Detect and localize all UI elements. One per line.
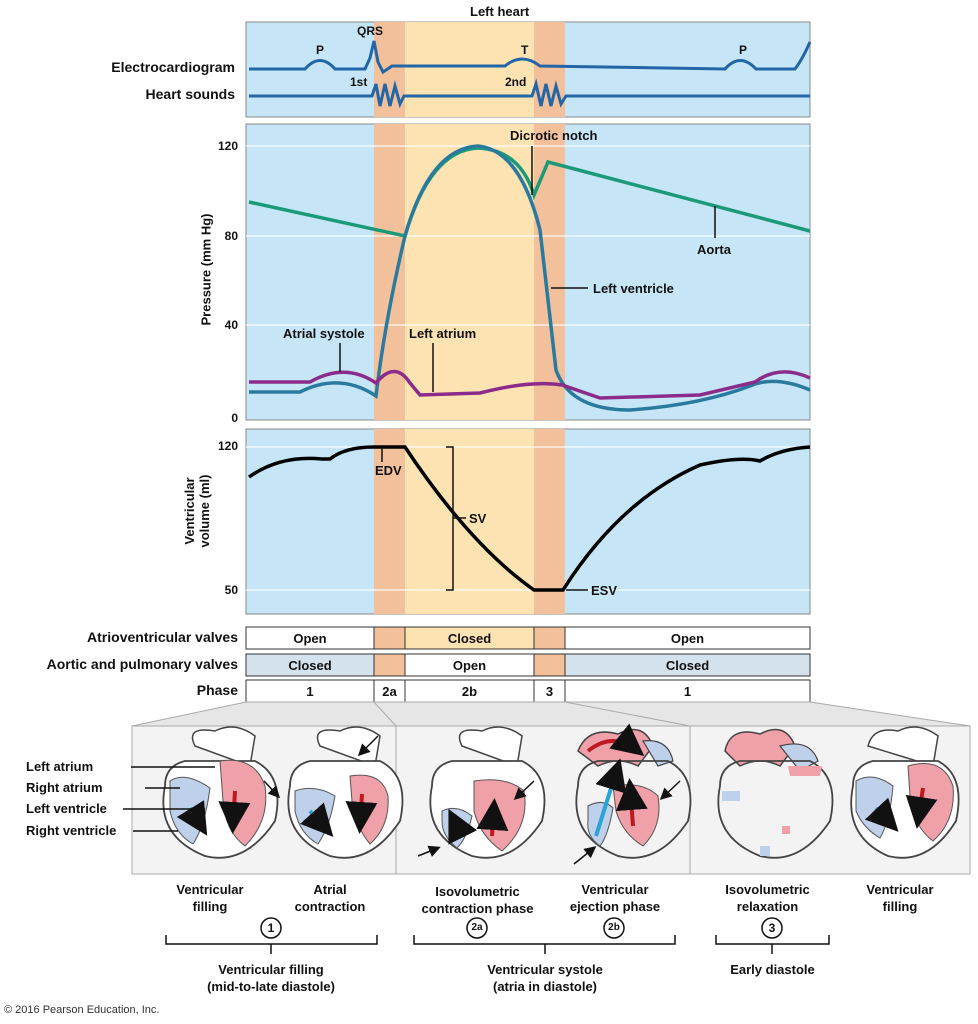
label-heart-right-atrium: Right atrium bbox=[26, 780, 103, 795]
group-number-1: 1 bbox=[267, 921, 275, 935]
sound-label-second: 2nd bbox=[505, 75, 527, 89]
phase-cell-3: 3 bbox=[545, 684, 554, 699]
ecg-label-qrs: QRS bbox=[357, 24, 384, 38]
label-sv: SV bbox=[469, 511, 487, 526]
caption-line: Isovolumetric bbox=[725, 882, 810, 897]
phase-cell-1b: 1 bbox=[683, 684, 692, 699]
label-esv: ESV bbox=[591, 583, 618, 598]
volume-tick-50: 50 bbox=[224, 583, 238, 597]
group-desc-2: Ventricular systole (atria in diastole) bbox=[450, 961, 640, 995]
label-heart-left-atrium: Left atrium bbox=[26, 759, 94, 774]
ap-state-1: Closed bbox=[288, 658, 332, 673]
caption-line: Isovolumetric bbox=[435, 884, 520, 899]
copyright: © 2016 Pearson Education, Inc. bbox=[4, 1004, 160, 1016]
caption-atrial-contraction: Atrial contraction bbox=[270, 881, 390, 915]
caption-line: contraction bbox=[294, 899, 366, 914]
caption-line: Ventricular bbox=[866, 882, 934, 897]
volume-panel bbox=[245, 428, 811, 615]
caption-line: Ventricular bbox=[176, 882, 244, 897]
caption-line: relaxation bbox=[736, 899, 799, 914]
phase-brackets bbox=[165, 935, 830, 954]
heart-atrial-contraction bbox=[263, 726, 404, 859]
label-atrial-systole: Atrial systole bbox=[283, 326, 365, 341]
ap-state-3: Closed bbox=[665, 658, 710, 673]
heart-isovolumetric-relaxation bbox=[717, 728, 834, 859]
pressure-tick-0: 0 bbox=[231, 411, 238, 425]
caption-line: Atrial bbox=[313, 882, 347, 897]
sound-label-first: 1st bbox=[350, 75, 368, 89]
label-left-ventricle: Left ventricle bbox=[593, 281, 674, 296]
av-state-1: Open bbox=[293, 631, 327, 646]
heart-isovolumetric-contraction bbox=[417, 726, 546, 859]
volume-tick-120: 120 bbox=[217, 439, 238, 453]
label-edv: EDV bbox=[375, 463, 402, 478]
ecg-label-p2: P bbox=[739, 43, 748, 57]
row-label-av-valves: Atrioventricular valves bbox=[87, 629, 238, 645]
anatomy-pointers bbox=[123, 766, 215, 832]
phase-number-circles bbox=[260, 917, 783, 939]
group-desc-line: (mid-to-late diastole) bbox=[207, 979, 335, 994]
group-desc-line: Ventricular systole bbox=[487, 962, 603, 977]
pressure-panel bbox=[245, 123, 811, 421]
ap-state-2: Open bbox=[452, 658, 487, 673]
caption-line: ejection phase bbox=[569, 899, 661, 914]
phase-cell-1: 1 bbox=[306, 684, 314, 699]
group-desc-line: (atria in diastole) bbox=[492, 979, 598, 994]
phase-cell-2b: 2b bbox=[461, 684, 478, 699]
pressure-tick-80: 80 bbox=[224, 229, 238, 243]
group-desc-line: Early diastole bbox=[730, 962, 815, 977]
phase-cell-2a: 2a bbox=[382, 684, 397, 699]
volume-axis-label: Ventricular volume (ml) bbox=[182, 441, 212, 581]
volume-axis-label-line2: volume (ml) bbox=[197, 474, 212, 548]
caption-line: filling bbox=[192, 899, 228, 914]
group-desc-1: Ventricular filling (mid-to-late diastol… bbox=[176, 961, 366, 995]
row-label-ecg: Electrocardiogram bbox=[111, 59, 235, 75]
label-aorta: Aorta bbox=[697, 242, 731, 257]
row-label-phase: Phase bbox=[196, 682, 238, 698]
caption-line: contraction phase bbox=[421, 901, 534, 916]
group-number-3: 3 bbox=[768, 921, 776, 935]
caption-ventricular-filling-2: Ventricular filling bbox=[840, 881, 960, 915]
group-number-2a: 2a bbox=[471, 922, 483, 933]
row-label-sounds: Heart sounds bbox=[145, 86, 235, 102]
pressure-axis-label: Pressure (mm Hg) bbox=[198, 213, 214, 326]
heart-sounds-trace bbox=[249, 78, 810, 109]
av-state-2: Closed bbox=[447, 631, 492, 646]
pressure-tick-40: 40 bbox=[224, 318, 238, 332]
row-label-ap-valves: Aortic and pulmonary valves bbox=[46, 656, 238, 672]
label-dicrotic-notch: Dicrotic notch bbox=[510, 128, 598, 143]
av-state-3: Open bbox=[670, 631, 705, 646]
caption-line: Ventricular bbox=[581, 882, 649, 897]
group-number-2b: 2b bbox=[608, 922, 620, 933]
ventricular-volume-curve bbox=[247, 445, 811, 592]
caption-isovolumetric-relaxation: Isovolumetric relaxation bbox=[705, 881, 830, 915]
label-heart-left-ventricle: Left ventricle bbox=[26, 801, 107, 816]
caption-ventricular-ejection: Ventricular ejection phase bbox=[555, 881, 675, 915]
heart-ventricular-filling-1 bbox=[162, 726, 279, 859]
group-desc-line: Ventricular filling bbox=[218, 962, 324, 977]
ecg-label-t: T bbox=[521, 43, 529, 57]
heart-ventricular-ejection bbox=[573, 723, 692, 865]
valve-table bbox=[245, 626, 811, 703]
label-heart-right-ventricle: Right ventricle bbox=[26, 823, 117, 838]
diagram-title: Left heart bbox=[470, 4, 530, 19]
caption-line: filling bbox=[882, 899, 918, 914]
heart-ventricular-filling-2 bbox=[850, 726, 960, 859]
ecg-trace bbox=[249, 40, 812, 75]
caption-isovolumetric-contraction: Isovolumetric contraction phase bbox=[405, 883, 550, 917]
group-desc-3: Early diastole bbox=[705, 961, 840, 978]
volume-axis-label-line1: Ventricular bbox=[182, 477, 197, 545]
pressure-tick-120: 120 bbox=[217, 139, 238, 153]
left-atrium-pressure-curve bbox=[249, 369, 811, 400]
caption-ventricular-filling-1: Ventricular filling bbox=[150, 881, 270, 915]
label-left-atrium: Left atrium bbox=[409, 326, 477, 341]
ecg-panel bbox=[245, 21, 812, 118]
ecg-label-p1: P bbox=[316, 43, 325, 57]
